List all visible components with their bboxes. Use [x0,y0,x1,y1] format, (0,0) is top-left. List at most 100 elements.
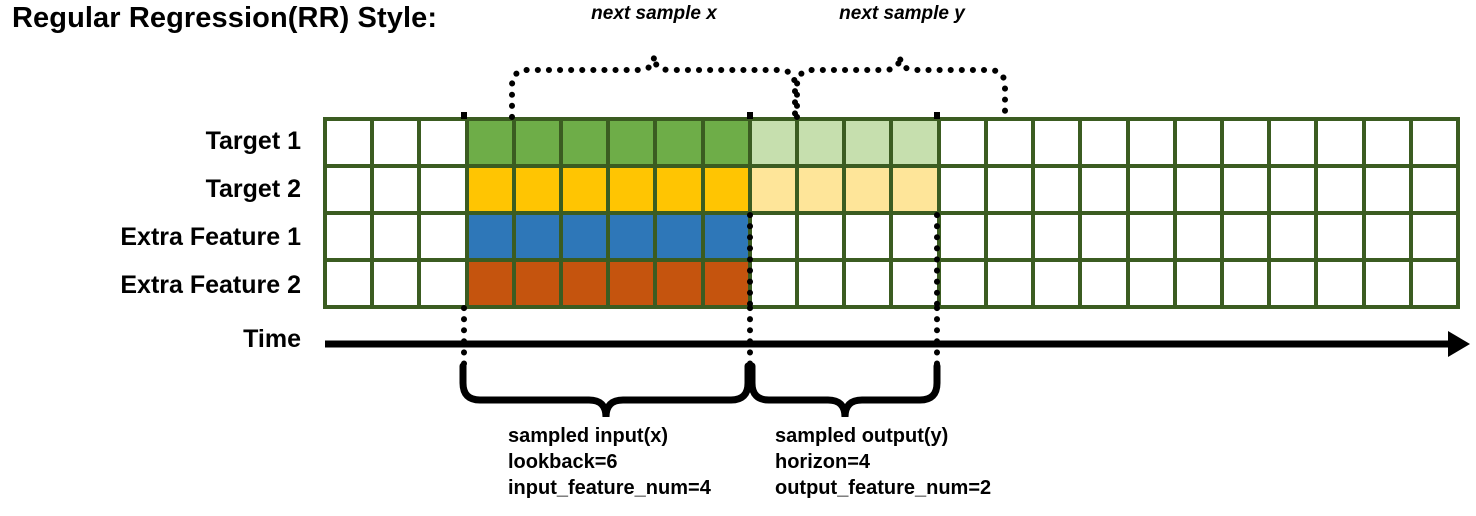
row-label-target-2: Target 2 [205,174,301,203]
row-label-extra-feature-2: Extra Feature 2 [120,270,301,299]
grid-cell-r1-c22 [1318,121,1362,164]
grid-cell-r4-c7 [610,262,654,305]
grid-cell-r1-c1 [327,121,371,164]
grid-cell-r4-c17 [1082,262,1126,305]
row-label-list: Target 1 Target 2 Extra Feature 1 Extra … [0,117,313,309]
grid-cell-r1-c11 [799,121,843,164]
grid-cell-r2-c11 [799,168,843,211]
grid-cell-r3-c1 [327,215,371,258]
grid-cell-r3-c3 [421,215,465,258]
grid-cell-r3-c4 [468,215,512,258]
caption-output-horizon: horizon=4 [775,451,871,473]
grid-cell-r4-c12 [846,262,890,305]
caption-input-feature-num: input_feature_num=4 [508,477,711,499]
grid-cell-r1-c18 [1129,121,1173,164]
grid-cell-r3-c6 [563,215,607,258]
grid-cell-r2-c10 [751,168,796,211]
grid-cell-r4-c13 [893,262,937,305]
grid-cell-r1-c5 [515,121,560,164]
grid-cell-r2-c9 [704,168,748,211]
grid-cell-r1-c3 [421,121,465,164]
grid-cell-r2-c8 [657,168,701,211]
grid-cell-r3-c9 [704,215,748,258]
grid-cell-r2-c3 [421,168,465,211]
caption-sampled-output: sampled output(y) horizon=4 output_featu… [775,423,991,501]
bottom-brace-sampled-input [459,362,752,418]
grid-cell-r3-c24 [1412,215,1456,258]
grid-cell-r1-c23 [1365,121,1409,164]
grid-cell-r2-c4 [468,168,512,211]
grid-cell-r2-c20 [1223,168,1268,211]
time-axis-arrowhead [1448,331,1470,357]
grid-cell-r3-c2 [374,215,418,258]
row-label-target-1: Target 1 [205,126,301,155]
grid-cell-r3-c15 [987,215,1032,258]
grid-cell-r2-c15 [987,168,1032,211]
grid-cell-r3-c20 [1223,215,1268,258]
grid-cell-r4-c14 [940,262,984,305]
grid-cell-r1-c12 [846,121,890,164]
caption-output-feature-num: output_feature_num=2 [775,477,992,499]
grid-cell-r3-c19 [1176,215,1220,258]
grid-cell-r1-c9 [704,121,748,164]
grid-cell-r4-c20 [1223,262,1268,305]
grid-cell-r2-c24 [1412,168,1456,211]
grid-cell-r3-c11 [799,215,843,258]
grid-cell-r3-c8 [657,215,701,258]
grid-cell-r3-c7 [610,215,654,258]
grid-cell-r4-c3 [421,262,465,305]
grid-cell-r2-c12 [846,168,890,211]
grid-cell-r4-c16 [1035,262,1079,305]
grid-cell-r1-c20 [1223,121,1268,164]
grid-cell-r2-c21 [1271,168,1315,211]
caption-sampled-input: sampled input(x) lookback=6 input_featur… [508,423,711,501]
bottom-brace-sampled-output [748,362,941,418]
grid-cell-r1-c21 [1271,121,1315,164]
row-label-extra-feature-1: Extra Feature 1 [120,222,301,251]
grid-cell-r4-c10 [751,262,796,305]
grid-cell-r4-c6 [563,262,607,305]
grid-cell-r1-c17 [1082,121,1126,164]
grid-cell-r1-c10 [751,121,796,164]
grid-cell-r2-c6 [563,168,607,211]
top-brace-next-sample-x [509,55,798,120]
grid-cell-r2-c5 [515,168,560,211]
grid-cell-r3-c14 [940,215,984,258]
grid-cell-r2-c17 [1082,168,1126,211]
grid-cell-r1-c15 [987,121,1032,164]
grid-cell-r2-c22 [1318,168,1362,211]
grid-cell-r2-c18 [1129,168,1173,211]
grid-cell-r3-c22 [1318,215,1362,258]
grid-cell-r2-c2 [374,168,418,211]
next-sample-y-label: next sample y [839,3,965,24]
grid-cell-r3-c17 [1082,215,1126,258]
grid-cell-r3-c12 [846,215,890,258]
grid-cell-r1-c6 [563,121,607,164]
grid-cell-r4-c5 [515,262,560,305]
grid-cell-r3-c16 [1035,215,1079,258]
grid-cell-r4-c22 [1318,262,1362,305]
grid-cell-r3-c5 [515,215,560,258]
grid-cell-r2-c7 [610,168,654,211]
grid-cell-r4-c11 [799,262,843,305]
grid-cell-r3-c23 [1365,215,1409,258]
grid-cell-r2-c19 [1176,168,1220,211]
grid-cell-r4-c18 [1129,262,1173,305]
grid-cell-r4-c8 [657,262,701,305]
grid-cell-r3-c13 [893,215,937,258]
grid-cell-r4-c9 [704,262,748,305]
grid-cell-r4-c4 [468,262,512,305]
grid-cell-r1-c2 [374,121,418,164]
grid-cell-r1-c14 [940,121,984,164]
grid-cell-r1-c24 [1412,121,1456,164]
top-brace-next-sample-y [794,55,1008,120]
grid-cell-r4-c15 [987,262,1032,305]
page-title: Regular Regression(RR) Style: [12,2,438,34]
grid-cell-r4-c19 [1176,262,1220,305]
timeseries-grid [323,117,1460,309]
grid-cell-r2-c16 [1035,168,1079,211]
grid-cell-r1-c16 [1035,121,1079,164]
grid-cell-r1-c13 [893,121,937,164]
grid-cell-r4-c23 [1365,262,1409,305]
grid-cell-r2-c1 [327,168,371,211]
